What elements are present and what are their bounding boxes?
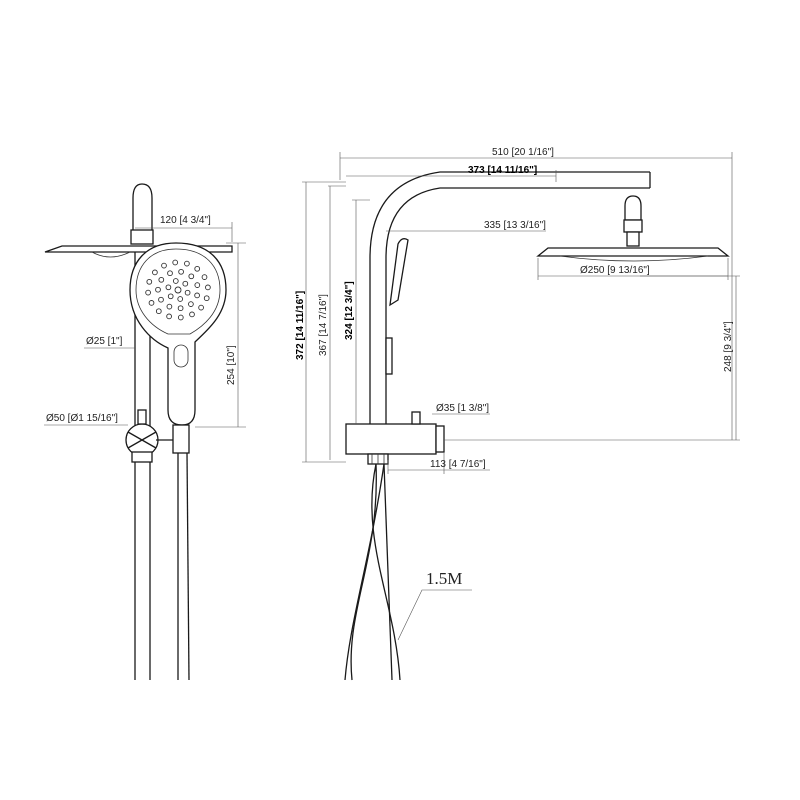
hand-shower: [129, 242, 227, 454]
hand-shower-face: [135, 248, 221, 335]
nozzle-hole: [152, 269, 158, 276]
nozzle-hole: [146, 278, 153, 285]
front-diverter-outlet: [131, 451, 153, 463]
front-view: 120 [4 3/4"] 254 [10"] Ø25 [1"] Ø50 [Ø1 …: [44, 183, 246, 681]
nozzle-hole: [166, 303, 173, 310]
side-hose-c: [371, 463, 401, 681]
dim-label-254: 254 [10"]: [226, 345, 237, 385]
front-diverter-knob: [137, 409, 147, 425]
nozzle-hole: [178, 268, 184, 275]
hand-shower-button: [173, 344, 189, 368]
nozzle-hole: [201, 274, 208, 280]
side-hose-a: [350, 463, 377, 681]
nozzle-hole: [174, 286, 182, 294]
nozzle-hole: [155, 286, 161, 293]
nozzle-hole: [166, 313, 172, 320]
nozzle-hole: [158, 276, 165, 283]
dim-label-25: Ø25 [1"]: [86, 336, 123, 347]
nozzle-hole: [203, 295, 210, 302]
dim-label-250: Ø250 [9 13/16"]: [580, 265, 650, 276]
side-swivel-joint: [624, 195, 642, 221]
front-diverter-mark-2: [127, 431, 157, 449]
nozzle-hole: [189, 311, 195, 318]
side-diverter-body: [345, 423, 437, 455]
nozzle-hole: [145, 289, 151, 296]
dim-label-120: 120 [4 3/4"]: [160, 215, 211, 226]
hand-shower-nozzles: [145, 259, 211, 321]
side-view: 1.5M 510 [20 1/16"] 373 [14 11/16"] 335 …: [295, 147, 740, 681]
dim-label-367: 367 [14 7/16"]: [318, 294, 329, 356]
dim-label-50: Ø50 [Ø1 15/16"]: [46, 413, 118, 424]
dim-label-324: 324 [12 3/4"]: [344, 281, 355, 340]
side-diverter-knob: [411, 411, 421, 425]
front-hose-2: [186, 452, 190, 681]
handset-holder: [172, 424, 190, 454]
side-hand-shower: [389, 238, 409, 307]
nozzle-hole: [198, 304, 204, 311]
side-hose-d: [344, 463, 385, 681]
nozzle-hole: [194, 292, 200, 299]
nozzle-hole: [172, 259, 179, 266]
nozzle-hole: [172, 278, 179, 284]
side-head-curve: [559, 255, 709, 262]
nozzle-hole: [205, 284, 211, 291]
nozzle-hole: [182, 280, 189, 287]
nozzle-hole: [188, 273, 195, 280]
side-holder: [385, 337, 393, 375]
side-swivel-collar: [623, 219, 643, 233]
nozzle-hole: [177, 296, 184, 302]
side-hose-b: [383, 463, 393, 681]
nozzle-hole: [165, 284, 172, 291]
dim-label-372: 372 [14 11/16"]: [295, 291, 306, 360]
dim-label-35: Ø35 [1 3/8"]: [436, 403, 489, 414]
side-overhead-head: [536, 247, 730, 257]
front-rail-collar: [130, 229, 154, 245]
nozzle-hole: [188, 301, 194, 307]
nozzle-hole: [184, 260, 190, 267]
nozzle-hole: [194, 282, 201, 288]
dim-label-335: 335 [13 3/16"]: [484, 220, 546, 231]
nozzle-hole: [148, 300, 155, 306]
nozzle-hole: [167, 293, 174, 300]
nozzle-hole: [177, 305, 184, 312]
dim-label-510: 510 [20 1/16"]: [492, 147, 554, 158]
side-arm-top: [369, 171, 650, 259]
nozzle-hole: [161, 262, 167, 269]
dim-label-248: 248 [9 3/4"]: [723, 321, 734, 372]
side-wall-plate: [435, 425, 445, 453]
side-arm-bottom: [385, 187, 650, 259]
front-rail-cap: [132, 183, 153, 233]
nozzle-hole: [194, 265, 201, 272]
nozzle-hole: [184, 289, 191, 296]
nozzle-hole: [177, 314, 184, 321]
side-swivel-neck: [626, 231, 640, 247]
hose-length-label: 1.5M: [426, 569, 462, 588]
front-plate-curve: [91, 251, 131, 258]
hose-leader: [397, 589, 472, 641]
dim-label-373: 373 [14 11/16"]: [468, 165, 537, 176]
dim-label-113: 113 [4 7/16"]: [430, 459, 486, 470]
nozzle-hole: [167, 270, 173, 277]
nozzle-hole: [158, 296, 164, 303]
nozzle-hole: [155, 308, 162, 315]
